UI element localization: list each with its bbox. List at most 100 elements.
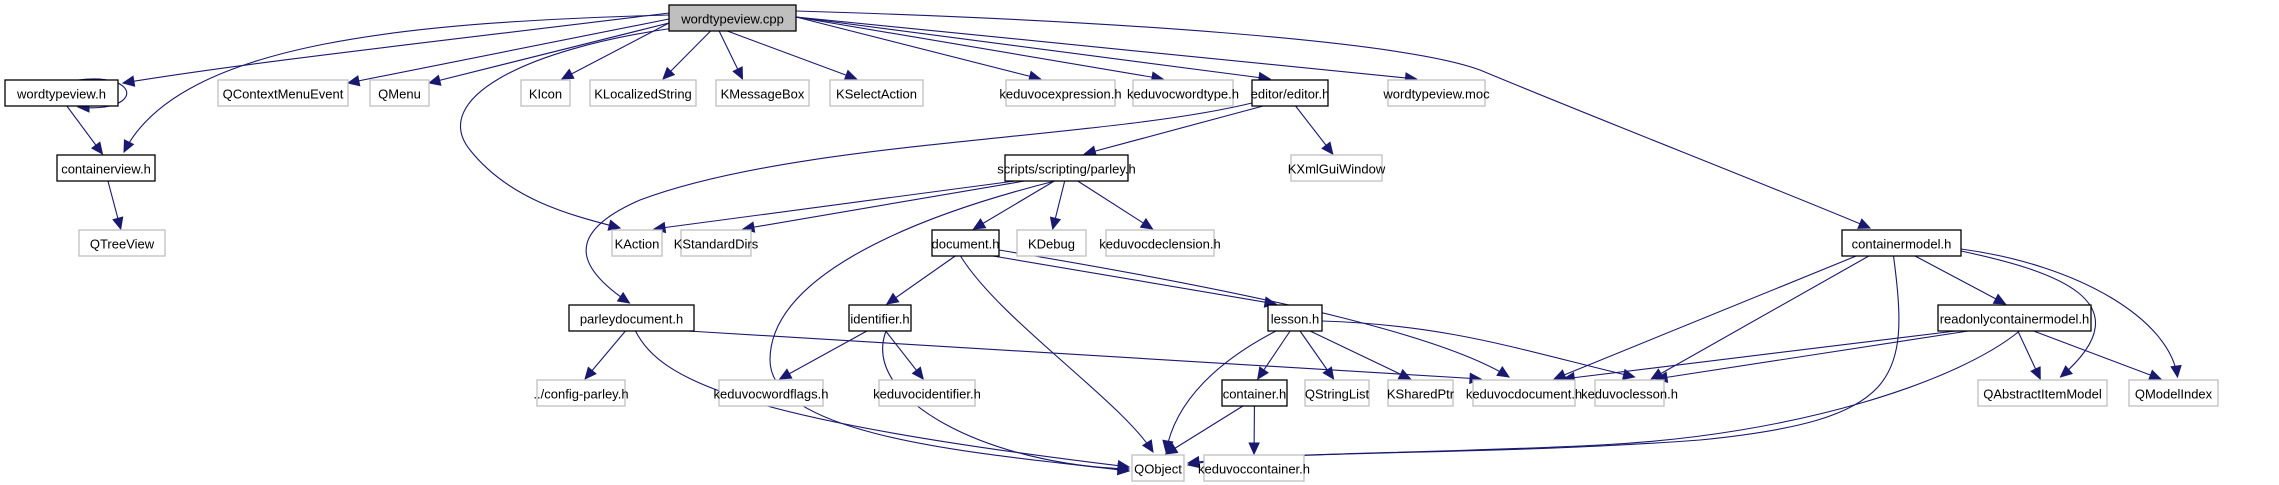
node-KDebug[interactable]: KDebug xyxy=(1016,229,1087,257)
arrowhead-icon xyxy=(1049,216,1062,231)
node-config-parley-h[interactable]: ../config-parley.h xyxy=(533,379,629,407)
arrowhead-icon xyxy=(1322,366,1335,380)
node-wordtypeview-cpp[interactable]: wordtypeview.cpp xyxy=(668,4,797,32)
edge-document_h-to-lesson_h xyxy=(992,255,1277,305)
arrowhead-icon xyxy=(121,75,136,87)
node-label: KSharedPtr xyxy=(1387,387,1455,402)
node-keduvocdocument-h[interactable]: keduvocdocument.h xyxy=(1466,379,1582,407)
node-QAbstractItemModel[interactable]: QAbstractItemModel xyxy=(1977,379,2108,407)
arrowhead-icon xyxy=(1162,439,1174,454)
node-QContextMenuEvent[interactable]: QContextMenuEvent xyxy=(217,79,349,107)
node-QModelIndex[interactable]: QModelIndex xyxy=(2128,379,2219,407)
node-box xyxy=(931,229,1000,257)
node-box xyxy=(1937,304,2092,332)
edge-containermodel_h-to-QAbstractItemModel xyxy=(1960,250,2097,378)
edge-document_h-to-QObject xyxy=(960,255,1154,453)
edge-wordtypeview_cpp-to-wordtypeview_h xyxy=(122,12,670,84)
node-keduvoccontainer-h[interactable]: keduvoccontainer.h xyxy=(1198,454,1310,482)
node-QTreeView[interactable]: QTreeView xyxy=(78,229,166,257)
edge-wordtypeview_cpp-to-wordtypeview_moc xyxy=(795,16,1417,80)
node-label: readonlycontainermodel.h xyxy=(1940,312,2090,327)
edge-parley_h-to-keduvocdeclension_h xyxy=(1077,180,1153,230)
node-KXmlGuiWindow[interactable]: KXmlGuiWindow xyxy=(1288,154,1386,182)
node-readonlycontainermodel-h[interactable]: readonlycontainermodel.h xyxy=(1937,304,2092,332)
node-box xyxy=(1005,79,1116,107)
edge-readonlycontainermodel_h-to-keduvocdocument_h xyxy=(1563,330,1956,380)
node-wordtypeview-moc[interactable]: wordtypeview.moc xyxy=(1382,79,1490,107)
edge-identifier_h-to-keduvocwordflags_h xyxy=(779,330,868,380)
node-lesson-h[interactable]: lesson.h xyxy=(1267,304,1323,332)
node-keduvocwordflags-h[interactable]: keduvocwordflags.h xyxy=(714,379,829,407)
node-label: QTreeView xyxy=(90,237,155,252)
node-label: keduvocdeclension.h xyxy=(1099,237,1220,252)
arrowhead-icon xyxy=(843,69,858,81)
edge-readonlycontainermodel_h-to-keduvoclesson_h xyxy=(1655,330,1969,380)
node-KMessageBox[interactable]: KMessageBox xyxy=(715,79,810,107)
node-box xyxy=(718,379,824,407)
arrowhead-icon xyxy=(1164,443,1179,455)
edge-editor_h-to-parleydocument_h xyxy=(585,102,1253,304)
node-KSelectAction[interactable]: KSelectAction xyxy=(829,79,924,107)
edge-editor_h-to-parley_h xyxy=(1084,105,1264,155)
node-KAction[interactable]: KAction xyxy=(611,229,663,257)
node-box xyxy=(56,154,156,182)
edge-lesson_h-to-keduvoclesson_h xyxy=(1321,320,1635,378)
node-label: container.h xyxy=(1223,387,1287,402)
arrowhead-icon xyxy=(584,366,597,380)
edge-wordtypeview_cpp-to-containerview_h xyxy=(123,14,670,153)
node-parley-h[interactable]: scripts/scripting/parley.h xyxy=(997,154,1136,182)
node-keduvocexpression-h[interactable]: keduvocexpression.h xyxy=(999,79,1122,107)
arrowhead-icon xyxy=(778,368,793,380)
nodes-layer: wordtypeview.cpp wordtypeview.h QContextMe… xyxy=(4,4,2219,482)
arrowhead-icon xyxy=(1496,365,1511,378)
node-identifier-h[interactable]: identifier.h xyxy=(848,304,912,332)
node-label: keduvocexpression.h xyxy=(999,87,1121,102)
node-keduvoclesson-h[interactable]: keduvoclesson.h xyxy=(1581,379,1678,407)
node-wordtypeview-h[interactable]: wordtypeview.h xyxy=(4,79,119,107)
node-QStringList[interactable]: QStringList xyxy=(1304,379,1370,407)
edge-containermodel_h-to-keduvoclesson_h xyxy=(1650,255,1870,380)
node-label: QContextMenuEvent xyxy=(223,87,344,102)
node-label: keduvocwordtype.h xyxy=(1127,87,1239,102)
arrowhead-icon xyxy=(885,292,900,305)
node-containerview-h[interactable]: containerview.h xyxy=(56,154,156,182)
node-label: keduvocdocument.h xyxy=(1466,387,1582,402)
node-box xyxy=(1004,154,1129,182)
node-keduvocidentifier-h[interactable]: keduvocidentifier.h xyxy=(873,379,981,407)
node-box xyxy=(1105,229,1215,257)
node-parleydocument-h[interactable]: parleydocument.h xyxy=(568,304,695,332)
node-KStandardDirs[interactable]: KStandardDirs xyxy=(674,229,759,257)
node-label: KAction xyxy=(615,237,660,252)
node-containermodel-h[interactable]: containermodel.h xyxy=(1841,229,1962,257)
node-label: KLocalizedString xyxy=(594,87,692,102)
arrowhead-icon xyxy=(972,218,987,230)
node-QMenu[interactable]: QMenu xyxy=(369,79,430,107)
node-container-h[interactable]: container.h xyxy=(1221,379,1288,407)
node-KIcon[interactable]: KIcon xyxy=(520,79,571,107)
node-keduvocwordtype-h[interactable]: keduvocwordtype.h xyxy=(1127,79,1239,107)
arrowhead-icon xyxy=(112,216,124,231)
arrowhead-icon xyxy=(560,68,575,80)
arrowhead-icon xyxy=(1117,462,1131,475)
arrowhead-icon xyxy=(911,366,924,380)
arrowhead-icon xyxy=(1248,442,1260,456)
node-box xyxy=(568,304,695,332)
node-editor-h[interactable]: editor/editor.h xyxy=(1251,79,1330,107)
arrowhead-icon xyxy=(1139,217,1154,230)
node-keduvocdeclension-h[interactable]: keduvocdeclension.h xyxy=(1099,229,1221,257)
edge-wordtypeview_cpp-to-keduvocwordtype_h xyxy=(795,16,1164,80)
edge-wordtypeview_cpp-to-KSelectAction xyxy=(727,30,857,80)
node-box xyxy=(1290,154,1383,182)
node-box xyxy=(1131,454,1185,482)
node-label: wordtypeview.moc xyxy=(1382,87,1490,102)
node-QObject[interactable]: QObject xyxy=(1131,454,1185,482)
node-box xyxy=(1221,379,1288,407)
node-KLocalizedString[interactable]: KLocalizedString xyxy=(589,79,697,107)
node-document-h[interactable]: document.h xyxy=(931,229,1000,257)
arrowhead-icon xyxy=(732,66,744,81)
node-label: parleydocument.h xyxy=(580,312,683,327)
node-label: document.h xyxy=(932,237,1000,252)
node-label: keduvoccontainer.h xyxy=(1198,462,1310,477)
edge-parley_h-to-KAction xyxy=(653,180,1016,230)
node-KSharedPtr[interactable]: KSharedPtr xyxy=(1387,379,1455,407)
